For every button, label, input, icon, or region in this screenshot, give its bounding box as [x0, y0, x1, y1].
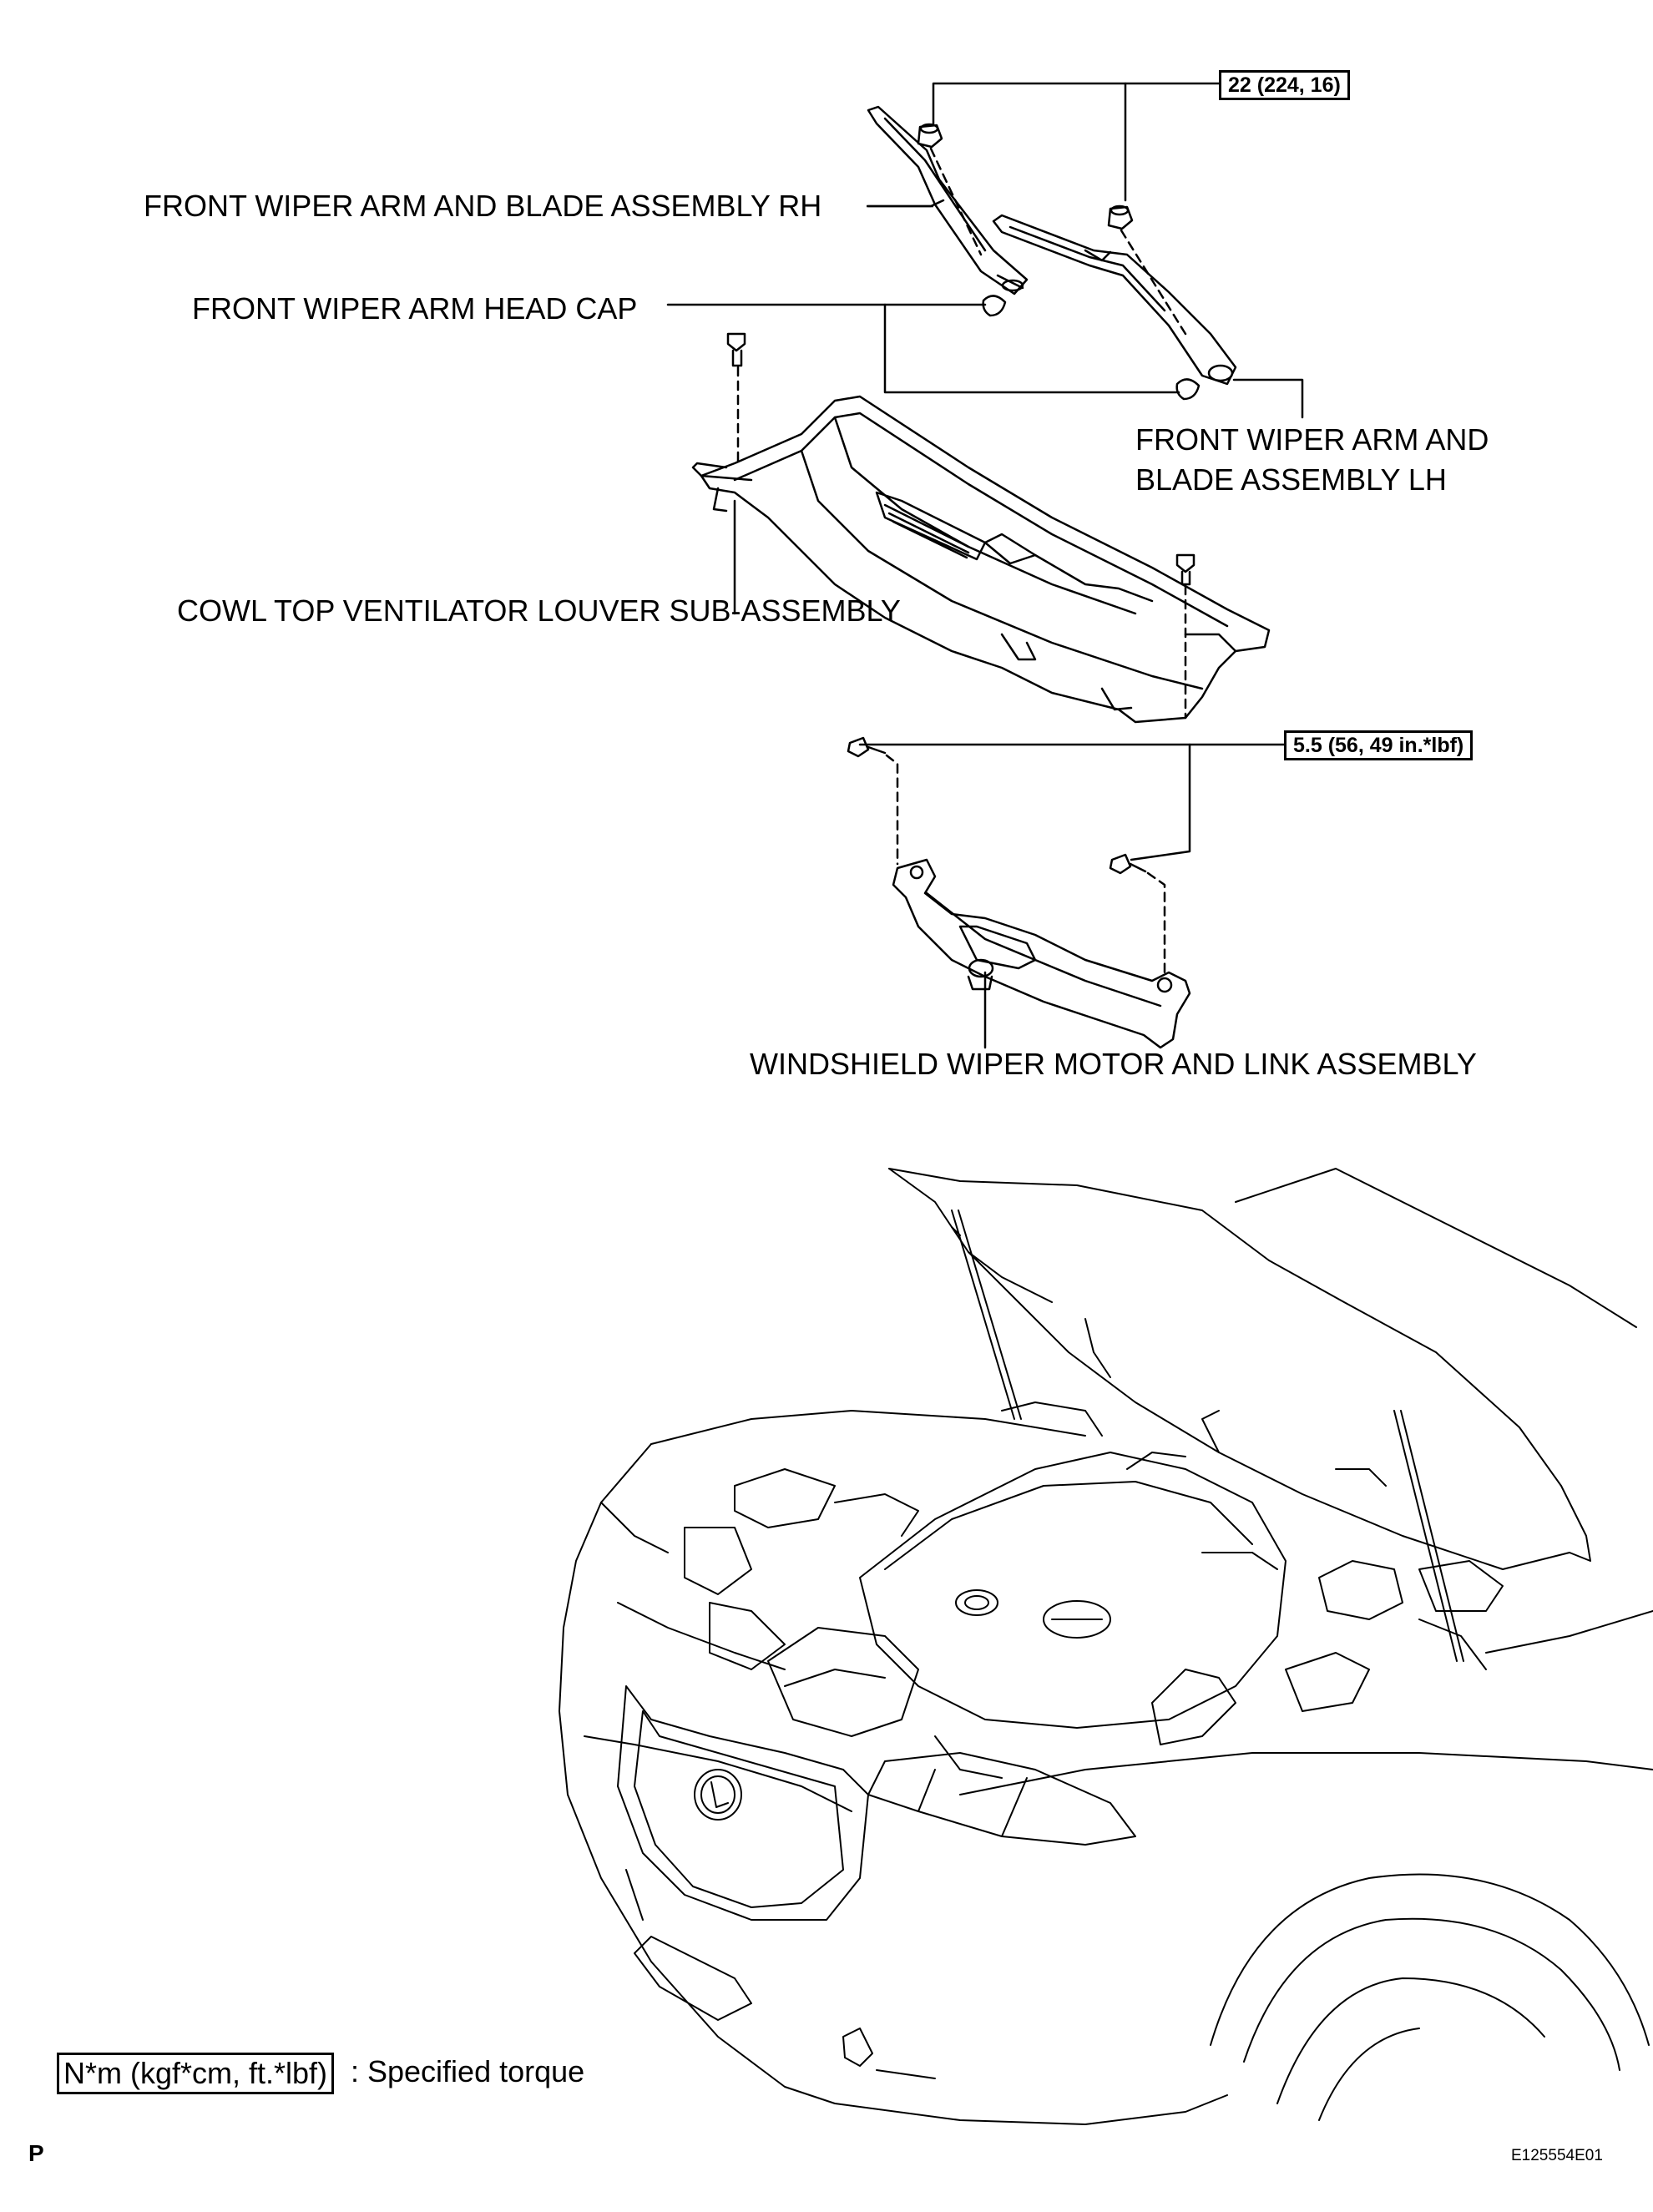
wiper-arm-lh-drawing [992, 214, 1237, 386]
wiper-arm-lh-label-line2: BLADE ASSEMBLY LH [1135, 462, 1447, 497]
figure-id: E125554E01 [1511, 2147, 1603, 2164]
cowl-louver-drawing [691, 395, 1271, 724]
motor-bolt-right [1109, 853, 1147, 875]
wiper-arm-rh-leader [867, 205, 933, 208]
arm-nut-right [1107, 205, 1134, 230]
page-code-letter: P [28, 2140, 44, 2166]
wiper-motor-drawing [892, 858, 1191, 1049]
arm-nut-left [917, 123, 943, 149]
motor-bolt-torque-box: 5.5 (56, 49 in.*lbf) [1284, 730, 1474, 760]
arm-nut-torque-box: 22 (224, 16) [1219, 70, 1350, 100]
torque-unit-legend-box: N*m (kgf*cm, ft.*lbf) [57, 2053, 335, 2094]
cowl-clip-right [1175, 553, 1196, 586]
wiper-motor-label: WINDSHIELD WIPER MOTOR AND LINK ASSEMBLY [750, 1047, 1477, 1081]
head-cap-rh [982, 295, 1007, 317]
motor-bolt-left [847, 736, 887, 758]
car-engine-bay-drawing [559, 1168, 1653, 2125]
cowl-clip-left [726, 332, 746, 367]
head-cap-label: FRONT WIPER ARM HEAD CAP [192, 291, 638, 326]
torque-legend-description: : Specified torque [351, 2054, 585, 2088]
cowl-louver-label: COWL TOP VENTILATOR LOUVER SUB-ASSEMBLY [177, 593, 901, 628]
wiper-arm-rh-label: FRONT WIPER ARM AND BLADE ASSEMBLY RH [144, 189, 822, 223]
wiper-arm-lh-label-line1: FRONT WIPER ARM AND [1135, 422, 1489, 457]
head-cap-lh [1175, 378, 1201, 401]
